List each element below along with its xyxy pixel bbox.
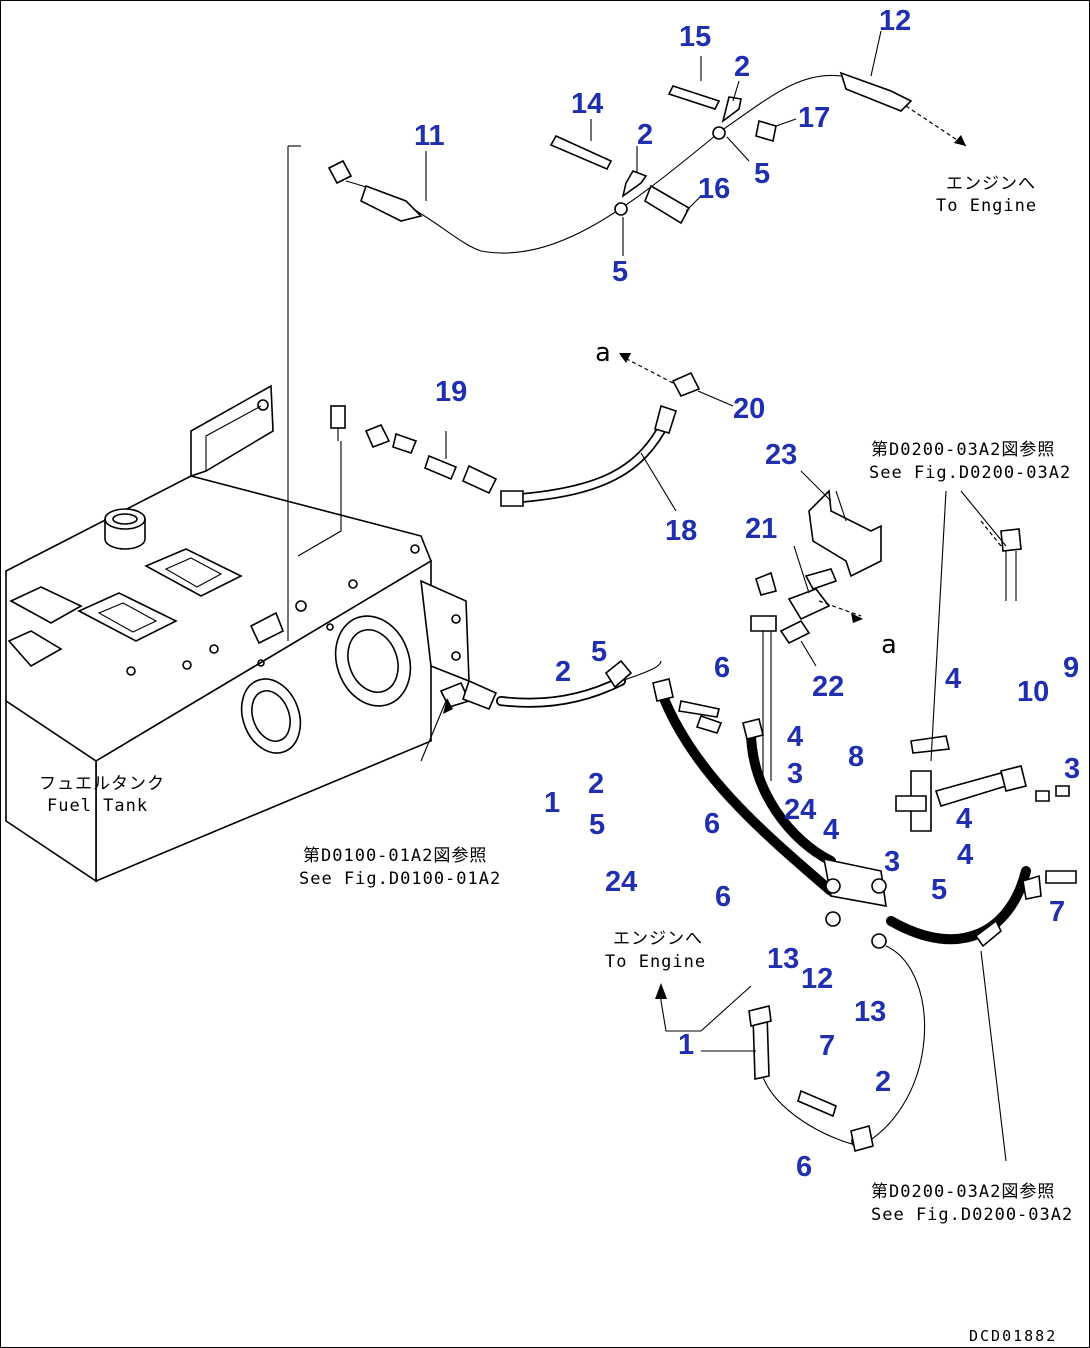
callout-4: 4 — [823, 814, 839, 846]
callout-22: 22 — [812, 671, 844, 703]
callout-9: 9 — [1063, 652, 1079, 684]
callout-13: 13 — [767, 943, 799, 975]
callout-4: 4 — [956, 803, 972, 835]
callout-15: 15 — [679, 21, 711, 53]
callout-11: 11 — [414, 120, 445, 152]
callout-3: 4 — [957, 839, 973, 871]
see-fig-d0200-top-jp: 第D0200-03A2図参照 — [871, 440, 1055, 460]
callout-5: 5 — [612, 256, 628, 288]
callout-6: 6 — [714, 652, 730, 684]
top-return-line — [327, 30, 967, 256]
callout-3: 3 — [1064, 753, 1080, 785]
callout-2: 2 — [555, 656, 571, 688]
callout-4: 5 — [931, 874, 947, 906]
fuel-tank-jp: フュエルタンク — [39, 774, 165, 794]
fuel-tank — [5, 145, 470, 883]
callout-3: 3 — [787, 758, 803, 790]
callout-1: 1 — [544, 787, 560, 819]
callout-4: 4 — [945, 663, 961, 695]
callout-5: 6 — [796, 1151, 812, 1183]
callout-2: 2 — [734, 51, 750, 83]
see-fig-d0100-en: See Fig.D0100-01A2 — [299, 869, 501, 889]
callout-18: 18 — [665, 515, 697, 547]
callout-2: 2 — [588, 768, 604, 800]
lower-hoses — [420, 490, 1077, 1162]
callout-5: 5 — [589, 809, 605, 841]
callout-6: 7 — [819, 1030, 835, 1062]
callout-3: 3 — [884, 846, 900, 878]
callout-5: 5 — [754, 158, 770, 190]
callout-10: 10 — [1017, 676, 1049, 708]
callout-24: 24 — [605, 866, 637, 898]
callout-19: 19 — [435, 376, 467, 408]
callout-1: 1 — [678, 1029, 694, 1061]
callout-24: 24 — [784, 794, 816, 826]
see-fig-d0100-jp: 第D0100-01A2図参照 — [303, 846, 487, 866]
reference-a-top: a — [595, 338, 611, 368]
callout-13: 13 — [854, 996, 886, 1028]
callout-6: 6 — [715, 881, 731, 913]
see-fig-d0200-bottom-jp: 第D0200-03A2図参照 — [871, 1182, 1055, 1202]
callout-5: 5 — [591, 636, 607, 668]
callout-labels: 11 12 15 2 14 2 17 5 16 5 19 20 23 18 21… — [414, 5, 1080, 1183]
bracket-assembly — [750, 470, 882, 781]
callout-2: 2 — [875, 1066, 891, 1098]
callout-6: 6 — [704, 808, 720, 840]
drawing-number: DCD01882 — [969, 1327, 1057, 1345]
callout-8: 8 — [848, 741, 864, 773]
to-engine-bottom-en: To Engine — [605, 952, 706, 972]
callout-20: 20 — [733, 393, 765, 425]
callout-17: 17 — [798, 102, 830, 134]
callout-11: 12 — [879, 5, 911, 37]
callout-21: 21 — [745, 513, 777, 545]
to-engine-bottom-jp: エンジンへ — [613, 929, 703, 949]
reference-a-mid: a — [881, 630, 897, 660]
see-fig-d0200-top-en: See Fig.D0200-03A2 — [869, 463, 1071, 483]
mid-line — [330, 353, 734, 512]
callout-16: 16 — [698, 173, 730, 205]
annotation-notes: エンジンへ To Engine エンジンへ To Engine フュエルタンク … — [39, 174, 1073, 1345]
callout-4: 4 — [787, 721, 803, 753]
to-engine-top-en: To Engine — [936, 196, 1037, 216]
to-engine-top-jp: エンジンへ — [946, 174, 1036, 194]
fuel-tank-en: Fuel Tank — [47, 796, 148, 816]
callout-23: 23 — [765, 439, 797, 471]
callout-14: 14 — [571, 88, 603, 120]
see-fig-d0200-bottom-en: See Fig.D0200-03A2 — [871, 1205, 1073, 1225]
callout-12: 12 — [801, 963, 833, 995]
callout-2: 2 — [637, 119, 653, 151]
callout-7: 7 — [1049, 896, 1065, 928]
